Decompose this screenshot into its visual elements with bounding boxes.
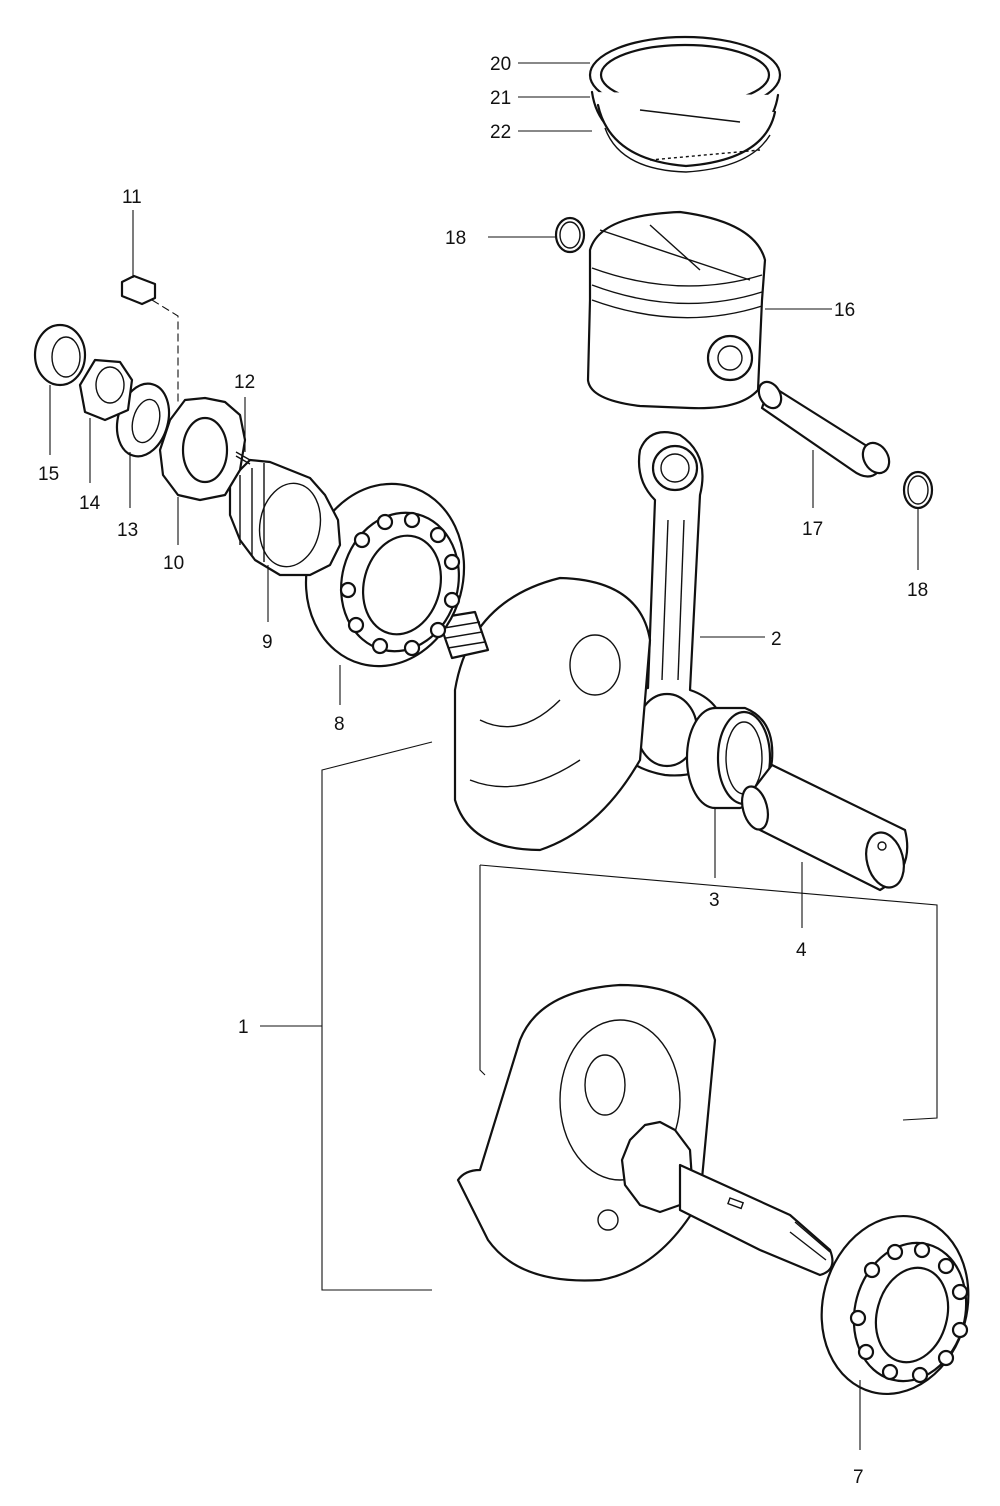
- callout-20: 20: [490, 54, 511, 75]
- bearing-balls-upper: [339, 511, 461, 657]
- callout-16: 16: [834, 300, 855, 321]
- piston-pin: [757, 380, 891, 478]
- piston-rings: [588, 35, 782, 173]
- crank-shaft-taper: [678, 1163, 834, 1277]
- callout-14: 14: [79, 493, 101, 514]
- bearing-balls-lower: [849, 1241, 969, 1384]
- timing-gear: [158, 396, 247, 502]
- crankshaft-lower-half: [456, 983, 834, 1282]
- callout-21: 21: [490, 88, 511, 109]
- callout-9: 9: [262, 632, 273, 653]
- callout-10: 10: [163, 553, 184, 574]
- callout-18-top: 18: [445, 228, 466, 249]
- hex-nut: [78, 358, 134, 422]
- woodruff-key: [120, 274, 157, 306]
- callout-2: 2: [771, 629, 782, 650]
- callout-1: 1: [238, 1017, 249, 1038]
- circlip-top: [554, 216, 586, 254]
- callout-7: 7: [853, 1467, 864, 1488]
- callout-22: 22: [490, 122, 511, 143]
- callout-17: 17: [802, 519, 823, 540]
- callout-18-right: 18: [907, 580, 928, 601]
- callout-11: 11: [122, 187, 142, 208]
- crank-pin: [740, 763, 909, 892]
- shaft-upper-thread: [436, 610, 490, 660]
- ball-bearing-upper: [304, 482, 466, 668]
- callout-15: 15: [38, 464, 59, 485]
- callout-13: 13: [117, 520, 138, 541]
- crankshaft-upper-web: [453, 576, 652, 852]
- callout-8: 8: [334, 714, 345, 735]
- callout-labels: 1 2 3 4 7 8 9 10 11 12 13 14 15 16 17 18…: [38, 54, 928, 1488]
- piston: [586, 210, 767, 410]
- circlip-right: [902, 470, 934, 510]
- callout-4: 4: [796, 940, 807, 961]
- callout-12: 12: [234, 372, 255, 393]
- primary-drive-gear: [228, 458, 342, 577]
- spring-pin: [235, 451, 251, 465]
- leader-lines: [49, 62, 938, 1450]
- ball-bearing-lower: [820, 1214, 970, 1396]
- oil-seal: [33, 323, 87, 387]
- callout-3: 3: [709, 890, 720, 911]
